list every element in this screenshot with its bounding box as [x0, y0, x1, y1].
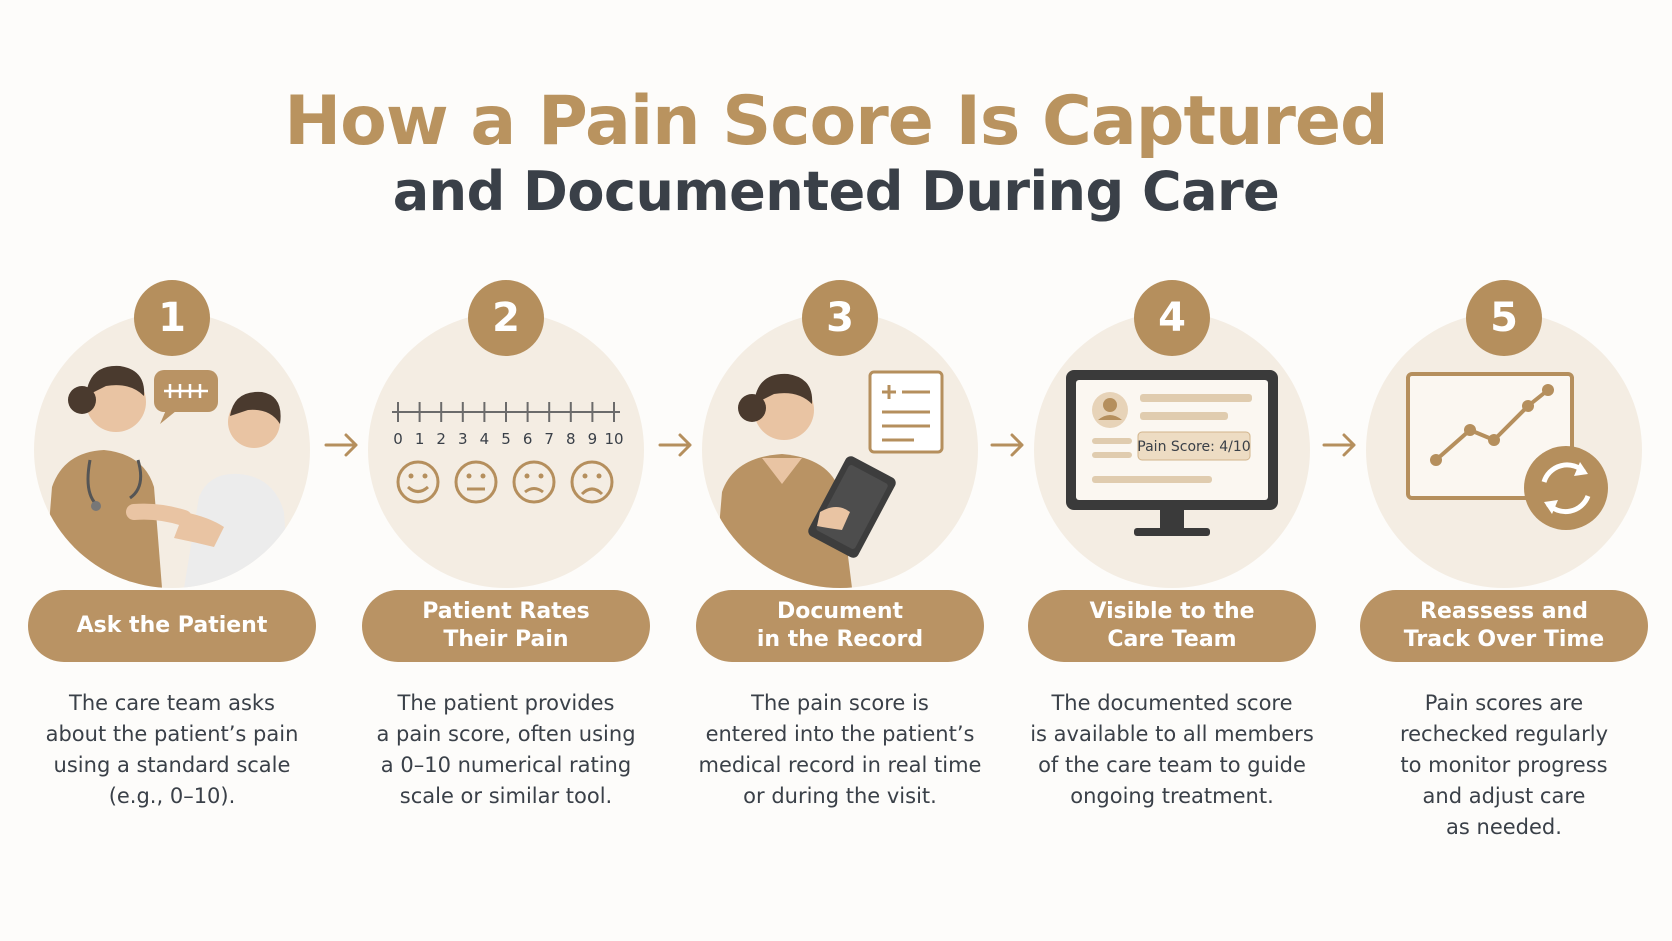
scale-number: 9: [588, 430, 598, 448]
monitor-record-icon: Pain Score: 4/10: [1066, 370, 1278, 536]
step-label: Reassess and Track Over Time: [1403, 599, 1605, 652]
nurse-talking-to-patient-icon: [44, 365, 289, 588]
scale-number: 4: [480, 430, 490, 448]
face-sad-icon: [570, 460, 614, 504]
step-label-pill: Patient Rates Their Pain: [362, 590, 650, 662]
step-label-pill: Ask the Patient: [28, 590, 316, 662]
step-illustration: [1366, 312, 1642, 588]
scale-number: 5: [501, 430, 511, 448]
arrow-right-icon: [324, 433, 358, 457]
face-unhappy-icon: [512, 460, 556, 504]
scale-number: 7: [544, 430, 554, 448]
step-illustration: [702, 312, 978, 588]
step-label: Patient Rates Their Pain: [422, 599, 590, 652]
step-1: 1 Ask the Patient The care team asks abo…: [22, 280, 322, 840]
arrow-right-icon: [990, 433, 1024, 457]
refresh-icon: [1524, 446, 1608, 530]
face-neutral-icon: [454, 460, 498, 504]
title-line-2: and Documented During Care: [392, 160, 1280, 223]
step-description: The documented score is available to all…: [1030, 691, 1314, 808]
scale-number: 6: [523, 430, 533, 448]
scale-number: 3: [458, 430, 468, 448]
step-5: 5 Reassess and Track Over Time Pain scor…: [1354, 280, 1654, 840]
arrow-right-icon: [1322, 433, 1356, 457]
arrow-right-icon: [658, 433, 692, 457]
scale-number: 1: [415, 430, 425, 448]
step-label: Visible to the Care Team: [1089, 599, 1255, 652]
step-3: 3 Document in the Record The pain score …: [690, 280, 990, 840]
step-number-badge: 1: [134, 280, 210, 356]
scale-number: 0: [393, 430, 403, 448]
step-label: Document in the Record: [756, 599, 924, 652]
step-4: 4 Pain Score: 4/10 Visible to the Care T…: [1022, 280, 1322, 840]
scale-number: 10: [604, 430, 623, 448]
pain-score-readout: Pain Score: 4/10: [1137, 439, 1250, 455]
step-illustration: [34, 312, 310, 588]
scale-number: 8: [566, 430, 576, 448]
step-number-badge: 3: [802, 280, 878, 356]
step-label-pill: Visible to the Care Team: [1028, 590, 1316, 662]
title-line-1: How a Pain Score Is Captured: [284, 82, 1388, 161]
nurse-with-tablet-icon: [714, 370, 944, 588]
step-number-badge: 2: [468, 280, 544, 356]
step-illustration: Pain Score: 4/10: [1034, 312, 1310, 588]
step-label-pill: Reassess and Track Over Time: [1360, 590, 1648, 662]
step-number-badge: 5: [1466, 280, 1542, 356]
step-description: Pain scores are rechecked regularly to m…: [1399, 691, 1609, 839]
trend-chart-refresh-icon: [1406, 372, 1608, 530]
step-description: The care team asks about the patient’s p…: [45, 691, 299, 808]
step-label-pill: Document in the Record: [696, 590, 984, 662]
scale-number: 2: [436, 430, 446, 448]
step-label: Ask the Patient: [76, 613, 268, 638]
step-description: The patient provides a pain score, often…: [376, 691, 636, 808]
step-number-badge: 4: [1134, 280, 1210, 356]
face-happy-icon: [396, 460, 440, 504]
step-description: The pain score is entered into the patie…: [698, 691, 982, 808]
